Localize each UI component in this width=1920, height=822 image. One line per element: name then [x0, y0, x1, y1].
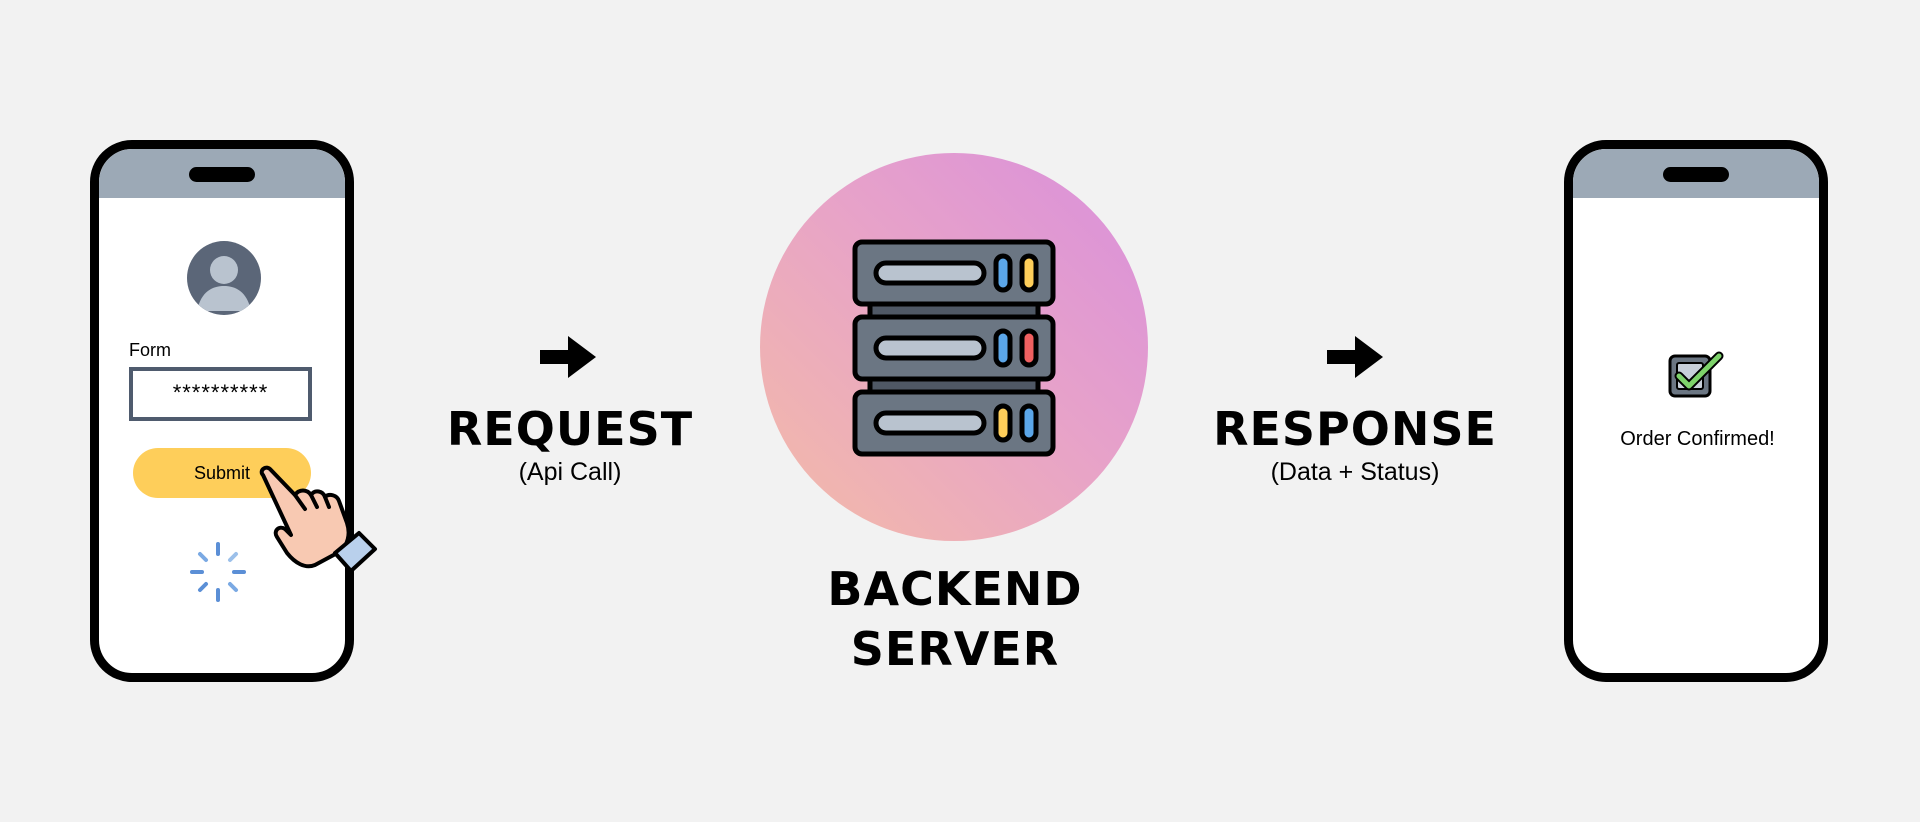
right-phone — [1564, 140, 1828, 682]
request-subtitle: (Api Call) — [518, 458, 622, 486]
form-label: Form — [129, 340, 171, 360]
server-rack-icon — [850, 238, 1058, 463]
request-arrow-icon — [540, 336, 596, 383]
checkbox-check-icon — [1667, 350, 1729, 405]
phone-notch — [1663, 167, 1729, 182]
pointing-hand-icon — [255, 465, 380, 585]
server-title-line1: BACKEND — [827, 562, 1083, 616]
response-subtitle: (Data + Status) — [1270, 458, 1440, 486]
phone-notch — [189, 167, 255, 182]
server-title-line2: SERVER — [850, 622, 1060, 676]
password-field[interactable]: ********** — [129, 367, 312, 421]
avatar-icon — [187, 241, 261, 315]
loading-spinner-icon — [188, 540, 248, 609]
order-confirmed-message: Order Confirmed! — [1620, 428, 1775, 450]
response-arrow-icon — [1327, 336, 1383, 383]
response-title: RESPONSE — [1213, 402, 1497, 456]
request-title: REQUEST — [446, 402, 694, 456]
